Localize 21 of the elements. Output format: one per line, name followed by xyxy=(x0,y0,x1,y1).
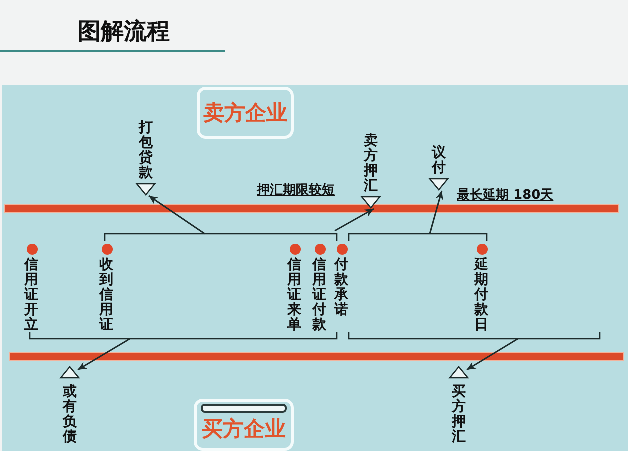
company-box: 买方企业 xyxy=(194,399,294,451)
milestone-label: 延期付款日 xyxy=(474,258,489,333)
milestone-label: 付款承诺 xyxy=(334,258,349,318)
milestone-label: 信用证来单 xyxy=(287,258,302,333)
milestone-label: 信用证付款 xyxy=(312,258,327,333)
vertical-label: 打包贷款 xyxy=(138,121,154,181)
vertical-label: 或有负债 xyxy=(62,385,78,445)
note-label: 押汇期限较短 xyxy=(257,182,335,199)
company-box: 卖方企业 xyxy=(197,87,294,139)
vertical-label: 卖方押汇 xyxy=(364,134,378,194)
arrow xyxy=(429,190,444,234)
arrow xyxy=(148,195,206,235)
arrow xyxy=(78,338,130,371)
milestone-label: 收到信用证 xyxy=(99,258,114,333)
note-label: 最长延期 180天 xyxy=(457,187,554,204)
arrow xyxy=(334,208,374,232)
vertical-label: 议付 xyxy=(432,146,446,176)
vertical-label: 买方押汇 xyxy=(452,385,466,445)
arrow xyxy=(466,338,518,371)
milestone-label: 信用证开立 xyxy=(24,258,39,333)
title: 图解流程 xyxy=(78,18,170,47)
